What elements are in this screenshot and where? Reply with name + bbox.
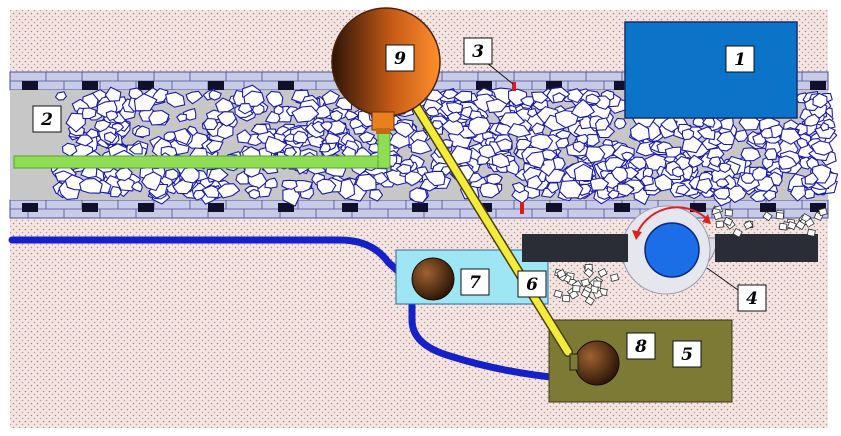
label-3: 3: [463, 37, 493, 65]
green-pipe: [13, 127, 391, 169]
blue-tube: [8, 236, 564, 382]
svg-text:1: 1: [734, 50, 746, 70]
leader-3: [486, 62, 514, 85]
svg-text:2: 2: [40, 110, 53, 130]
svg-text:9: 9: [394, 49, 406, 69]
label-4: 4: [737, 284, 767, 312]
label-1: 1: [725, 45, 755, 73]
sensor-3-top: [512, 82, 516, 91]
svg-text:3: 3: [472, 42, 484, 62]
svg-text:5: 5: [681, 345, 693, 365]
label-7: 7: [460, 268, 490, 296]
svg-text:4: 4: [746, 289, 758, 309]
leader-4: [706, 267, 739, 291]
label-8: 8: [626, 332, 656, 360]
debris-right: [711, 205, 828, 238]
ball-7: [411, 257, 455, 301]
ball-8-nozzle: [569, 353, 579, 371]
ball-8: [574, 340, 620, 386]
sensor-3-bottom: [520, 202, 524, 214]
label-5: 5: [672, 340, 702, 368]
block-1: [624, 21, 798, 119]
label-2: 2: [32, 105, 62, 133]
drum-4: [522, 205, 818, 295]
debris-left: [553, 263, 620, 306]
svg-text:6: 6: [526, 275, 538, 295]
label-9: 9: [385, 44, 415, 72]
label-6: 6: [517, 270, 547, 298]
svg-text:8: 8: [634, 337, 647, 357]
svg-text:7: 7: [469, 273, 481, 293]
